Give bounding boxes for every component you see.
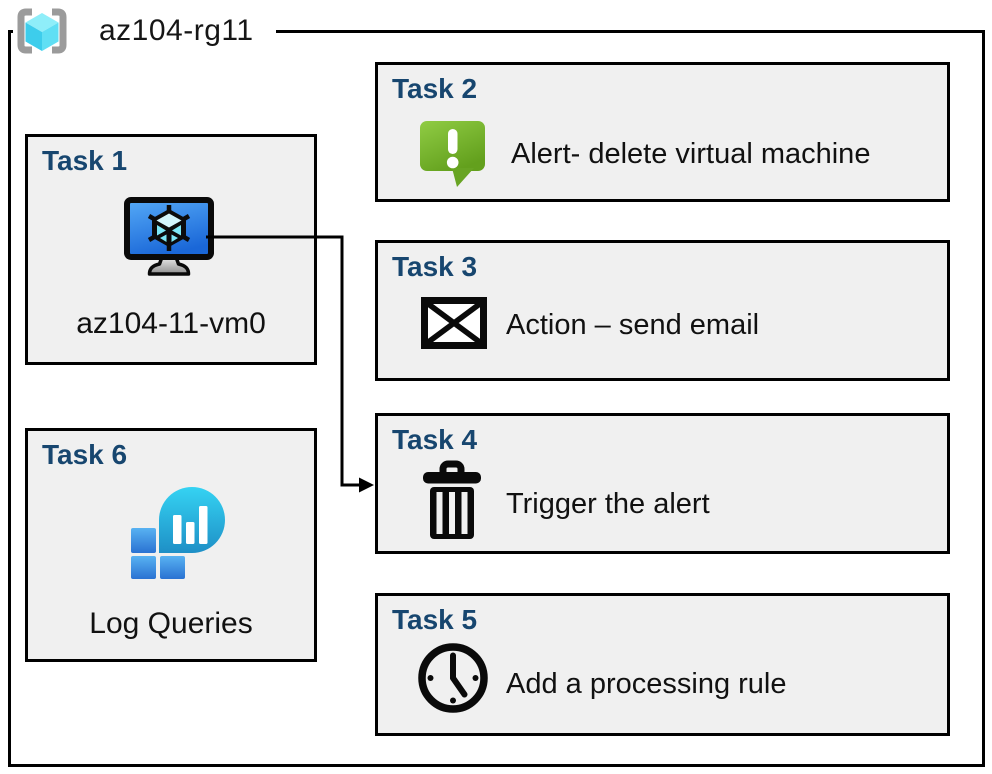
resource-group-label: az104-rg11: [99, 14, 254, 47]
task-box-1: Task 1: [25, 134, 317, 365]
resource-group-header: az104-rg11: [13, 6, 276, 56]
alert-message-icon: [419, 116, 487, 188]
task-box-6: Task 6 Log Queries: [25, 428, 317, 662]
task-2-label: Alert- delete virtual machine: [511, 138, 871, 170]
task-5-title: Task 5: [392, 604, 478, 635]
task-1-label: az104-11-vm0: [76, 307, 266, 340]
task-box-5: Task 5 Add a processing rule: [375, 593, 950, 736]
task-box-2: Task 2 Alert- delete virtual machine: [375, 62, 950, 202]
task-2-title: Task 2: [392, 73, 478, 104]
task-box-3: Task 3 Action – send email: [375, 240, 950, 381]
task-4-title: Task 4: [392, 424, 478, 455]
task-6-label: Log Queries: [89, 607, 253, 640]
task-6-title: Task 6: [42, 439, 128, 470]
resource-group-boundary: [8, 30, 985, 767]
task-5-label: Add a processing rule: [506, 668, 787, 700]
clock-icon: [414, 639, 492, 717]
email-envelope-icon: [421, 297, 487, 349]
task-1-title: Task 1: [42, 145, 128, 176]
task-box-4: Task 4 Trigger the alert: [375, 413, 950, 554]
task-4-label: Trigger the alert: [506, 488, 710, 520]
task-3-title: Task 3: [392, 251, 478, 282]
resource-group-icon: [17, 8, 67, 54]
trash-icon: [422, 460, 482, 542]
task-3-label: Action – send email: [506, 309, 760, 341]
virtual-machine-icon: [123, 196, 215, 282]
log-queries-icon: [131, 487, 227, 581]
